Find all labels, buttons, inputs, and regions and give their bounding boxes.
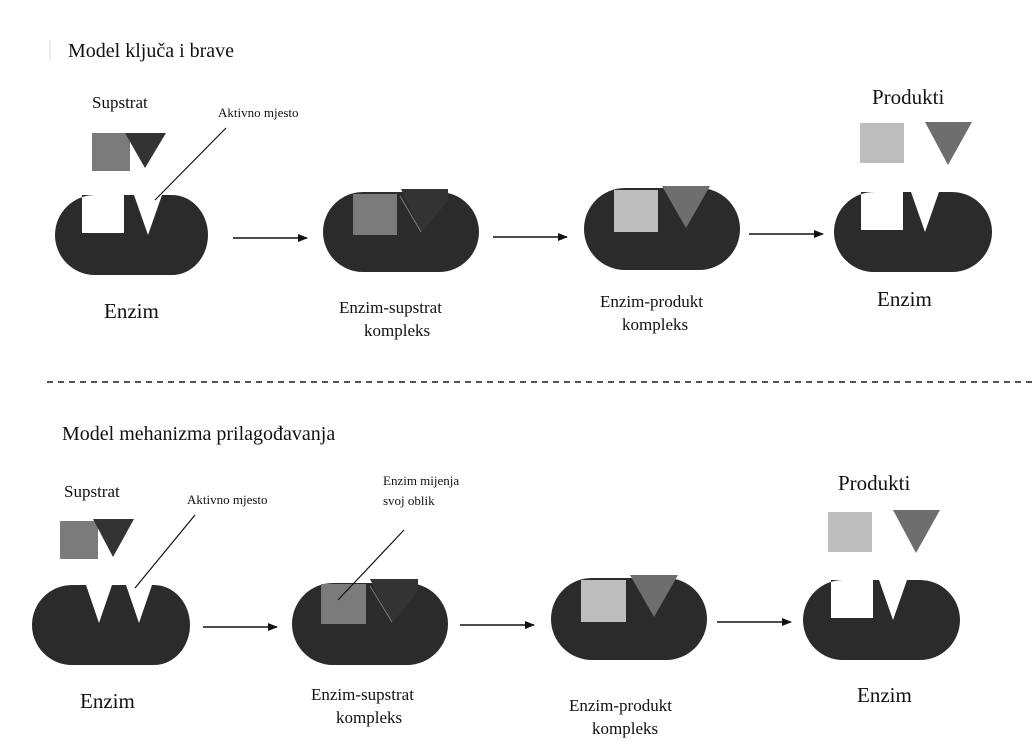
substrate-triangle <box>370 579 418 624</box>
induced-fit-stage-ep-complex: Enzim-produkt kompleks <box>551 575 707 738</box>
enzyme-shape <box>551 578 707 660</box>
induced-fit-stage-products: Produkti Enzim <box>803 471 960 707</box>
induced-fit-stage-enzyme: Supstrat Aktivno mjesto Enzim <box>32 482 268 713</box>
substrate-triangle <box>93 519 134 557</box>
complex-label: Enzim-produkt <box>600 292 703 311</box>
enzyme-label: Enzim <box>877 287 932 311</box>
shape-change-label: svoj oblik <box>383 493 435 508</box>
section-title-lock-key: Model ključa i brave <box>68 40 234 62</box>
product-square <box>828 512 872 552</box>
substrate-square <box>353 194 397 235</box>
substrate-triangle <box>401 189 448 233</box>
section-title-induced-fit: Model mehanizma prilagođavanja <box>62 423 335 445</box>
enzyme-shape <box>55 195 208 275</box>
induced-fit-section: Model mehanizma prilagođavanja Supstrat … <box>32 423 960 738</box>
product-square <box>614 190 658 232</box>
enzyme-label: Enzim <box>104 299 159 323</box>
lock-key-stage-ep-complex: Enzim-produkt kompleks <box>584 186 740 334</box>
active-site-pointer <box>134 514 196 589</box>
product-square <box>860 123 904 163</box>
enzyme-shape <box>323 192 479 272</box>
enzyme-shape <box>834 192 992 272</box>
product-triangle <box>925 122 972 165</box>
enzyme-label: Enzim <box>80 689 135 713</box>
product-triangle <box>630 575 678 617</box>
shape-change-label: Enzim mijenja <box>383 473 459 488</box>
enzyme-shape <box>584 188 740 270</box>
product-square <box>581 580 626 622</box>
lock-key-stage-es-complex: Enzim-supstrat kompleks <box>323 189 479 340</box>
substrate-square <box>60 521 98 559</box>
complex-label: kompleks <box>592 719 658 738</box>
enzyme-shape <box>803 580 960 660</box>
complex-label: kompleks <box>622 315 688 334</box>
complex-label: Enzim-supstrat <box>311 685 414 704</box>
lock-key-stage-products: Produkti Enzim <box>834 85 992 311</box>
lock-and-key-section: Model ključa i brave Supstrat Aktivno mj… <box>55 40 992 340</box>
product-triangle <box>662 186 710 228</box>
products-label: Produkti <box>838 471 911 495</box>
bond-line <box>399 195 422 233</box>
substrate-triangle <box>125 133 166 168</box>
active-site-label: Aktivno mjesto <box>187 492 268 507</box>
substrate-label: Supstrat <box>64 482 120 501</box>
enzyme-shape <box>292 583 448 665</box>
complex-label: Enzim-supstrat <box>339 298 442 317</box>
active-site-label: Aktivno mjesto <box>218 105 299 120</box>
enzyme-shape <box>32 585 190 665</box>
enzyme-label: Enzim <box>857 683 912 707</box>
product-triangle <box>893 510 940 553</box>
lock-key-stage-enzyme: Supstrat Aktivno mjesto Enzim <box>55 93 299 323</box>
induced-fit-stage-es-complex: Enzim mijenja svoj oblik Enzim-supstrat … <box>292 473 459 727</box>
complex-label: kompleks <box>364 321 430 340</box>
substrate-square <box>92 133 130 171</box>
bond-line <box>369 585 393 623</box>
shape-change-pointer <box>337 529 405 601</box>
substrate-label: Supstrat <box>92 93 148 112</box>
complex-label: Enzim-produkt <box>569 696 672 715</box>
complex-label: kompleks <box>336 708 402 727</box>
products-label: Produkti <box>872 85 945 109</box>
active-site-pointer <box>154 127 227 201</box>
substrate-square <box>321 584 366 624</box>
